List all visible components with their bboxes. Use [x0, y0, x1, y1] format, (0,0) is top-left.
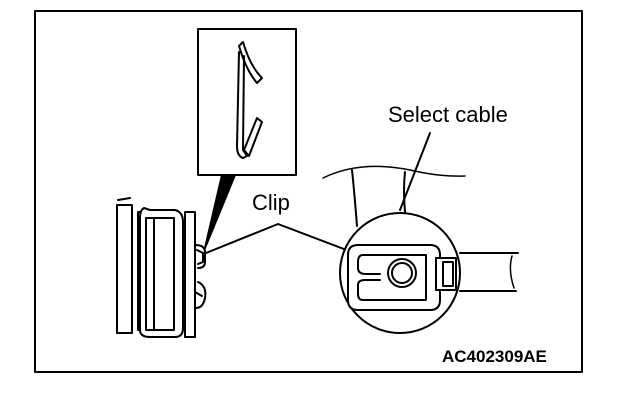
zoom-wedge	[204, 174, 236, 249]
select-cable-leader	[399, 132, 431, 211]
clip-detail-shape	[236, 41, 263, 159]
figure-code-label: AC402309AE	[442, 347, 547, 366]
select-cable-assembly	[322, 132, 519, 334]
clip-label: Clip	[252, 190, 290, 215]
figure-frame	[34, 10, 583, 373]
clip-detail-inset	[197, 28, 297, 176]
clip-leaders	[205, 223, 366, 258]
lever-assembly	[116, 197, 207, 338]
select-cable-label: Select cable	[388, 102, 508, 127]
